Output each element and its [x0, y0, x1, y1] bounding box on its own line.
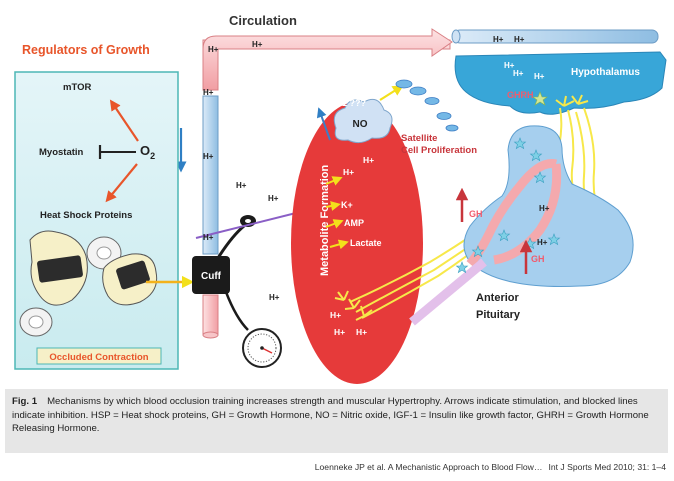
hplus-vessel-5: H+ [203, 233, 214, 242]
no-to-igf-arrow [316, 107, 331, 141]
arrow-to-amp [325, 219, 344, 229]
o2-to-mtor-arrow [109, 99, 139, 142]
hplus-free-1: H+ [236, 181, 247, 190]
hplus-vessel-1: H+ [208, 45, 219, 54]
citation-text: Loenneke JP et al. A Mechanistic Approac… [314, 462, 543, 472]
hplus-outflow-2: H+ [514, 35, 525, 44]
metabolite-label: Metabolite Formation [319, 164, 331, 276]
hplus-free-3: H+ [269, 293, 280, 302]
hplus-vessel-3: H+ [203, 88, 214, 97]
hplus-nerve-2: H+ [334, 327, 345, 337]
kplus-label: K+ [341, 200, 353, 210]
hplus-pit-2: H+ [537, 238, 548, 247]
no-label: NO [353, 119, 368, 130]
hypothalamus-label: Hypothalamus [571, 67, 640, 78]
hplus-nerve-3: H+ [356, 327, 367, 337]
caption-text: Mechanisms by which blood occlusion trai… [12, 396, 649, 435]
circulation-vessel [202, 28, 453, 91]
leg-left-illustration [19, 230, 88, 337]
no-cloud [333, 98, 393, 144]
ghrh-label: GHRH [507, 90, 534, 100]
hplus-outflow-1: H+ [493, 35, 504, 44]
ghrh-star-icon [532, 91, 548, 106]
circulation-vessel-blue-outflow [451, 29, 659, 44]
satellite-cells-icon [395, 79, 459, 132]
hplus-hyp-3: H+ [534, 72, 545, 81]
o2-to-hsp-arrow [105, 163, 138, 203]
hplus-vessel-4: H+ [203, 152, 214, 161]
hplus-vessel-2: H+ [252, 40, 263, 49]
anterior-label: Anterior [476, 292, 520, 304]
hypothalamus-region [454, 51, 667, 115]
cuff-label: Cuff [201, 271, 222, 282]
hplus-free-2: H+ [268, 194, 279, 203]
no-to-satellite-arrow [379, 85, 404, 101]
lactate-label: Lactate [350, 238, 382, 248]
occluded-contraction-box [36, 347, 162, 365]
metabolite-ellipse [291, 102, 423, 384]
leg-right-illustration [86, 236, 158, 306]
amp-label: AMP [344, 218, 364, 228]
pituitary-stars [455, 137, 561, 274]
gh-label-right: GH [531, 254, 545, 264]
gh-label-left: GH [469, 209, 483, 219]
hplus-metabolite-2: H+ [343, 167, 354, 177]
journal-text: Int J Sports Med 2010; 31: 1–4 [548, 462, 666, 472]
arrow-to-kplus [325, 201, 341, 211]
hplus-hyp-1: H+ [504, 61, 515, 70]
hsp-label: Heat Shock Proteins [40, 210, 132, 221]
regulators-to-metabolite-arrow [195, 207, 309, 239]
circulation-label: Circulation [229, 13, 297, 28]
occluded-contraction-label: Occluded Contraction [49, 352, 148, 363]
mtor-label: mTOR [63, 82, 91, 93]
hplus-nerve-1: H+ [330, 310, 341, 320]
satellite-label-line2: Cell Proliferation [401, 145, 477, 156]
afferent-nerve-endings [334, 237, 473, 321]
arrow-to-hplus [325, 176, 343, 186]
pressure-gauge-icon [242, 328, 282, 368]
hplus-hyp-2: H+ [513, 69, 524, 78]
hplus-metabolite-1: H+ [363, 155, 374, 165]
pituitary-label: Pituitary [476, 309, 521, 321]
citation-footer: Loenneke JP et al. A Mechanistic Approac… [315, 462, 666, 472]
myostatin-label: Myostatin [39, 147, 84, 158]
hplus-pit-1: H+ [539, 204, 550, 213]
igf-label: IGF-1 ??? [324, 98, 366, 108]
satellite-label-line1: Satellite [401, 133, 437, 144]
regulators-title: Regulators of Growth [22, 43, 150, 57]
o2-label: O2 [140, 143, 155, 161]
arrow-to-lactate [329, 239, 349, 250]
vertical-vessel [202, 95, 219, 339]
figure-number: Fig. 1 [12, 396, 38, 407]
